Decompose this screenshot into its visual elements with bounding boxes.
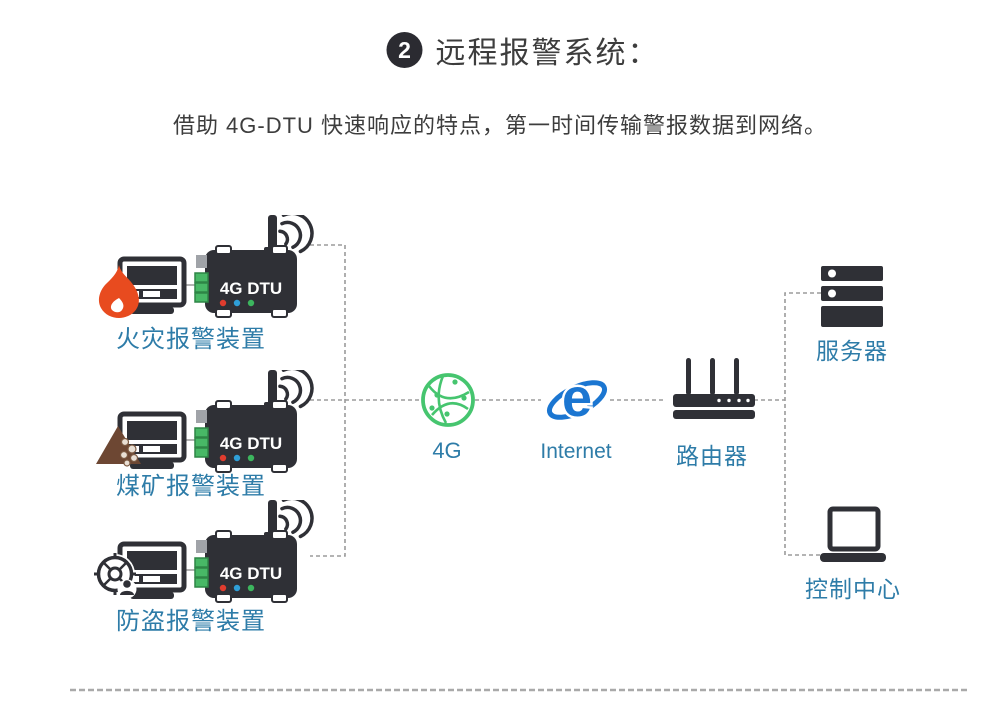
router-antenna (734, 358, 739, 395)
step-badge: 2 (386, 32, 423, 68)
fire-alarm-device-icon: 4G DTU (98, 215, 314, 318)
dtu-icon: 4G DTU (194, 500, 297, 603)
server-label: 服务器 (816, 338, 888, 364)
bottom-divider (70, 688, 970, 692)
wifi-signal-icon (278, 215, 314, 254)
wifi-signal-icon (278, 500, 314, 539)
device-label-antitheft: 防盗报警装置 (116, 608, 266, 635)
page-title: 远程报警系统： (435, 37, 660, 70)
router-icon (673, 358, 755, 419)
svg-text:e: e (562, 368, 592, 428)
antitheft-alarm-device-icon: 4G DTU (94, 500, 314, 603)
router-antenna (686, 358, 691, 395)
coal-pile-icon (96, 426, 141, 467)
dtu-icon: 4G DTU (194, 370, 297, 473)
router-antenna (710, 358, 715, 395)
control-center-label: 控制中心 (805, 576, 901, 602)
page-subtitle: 借助 4G-DTU 快速响应的特点，第一时间传输警报数据到网络。 (172, 113, 828, 138)
page-header: 2 远程报警系统： (386, 28, 660, 72)
device-label-fire: 火灾报警装置 (116, 326, 266, 353)
4g-label: 4G (432, 438, 462, 463)
internet-label: Internet (540, 440, 612, 463)
dtu-label: 4G DTU (220, 279, 282, 298)
dtu-label: 4G DTU (220, 564, 282, 583)
wifi-signal-icon (278, 370, 314, 409)
control-center-icon (820, 506, 886, 562)
server-icon (821, 266, 883, 327)
dtu-label: 4G DTU (220, 434, 282, 453)
device-label-coal: 煤矿报警装置 (116, 473, 266, 500)
coal-alarm-device-icon: 4G DTU (96, 370, 314, 473)
4g-network-icon (421, 373, 475, 427)
internet-explorer-icon: e (546, 366, 608, 430)
dtu-icon: 4G DTU (194, 215, 297, 318)
fire-icon (98, 265, 139, 318)
router-label: 路由器 (676, 443, 748, 469)
right-branch-line (784, 292, 821, 556)
security-wheel-icon (94, 553, 137, 599)
